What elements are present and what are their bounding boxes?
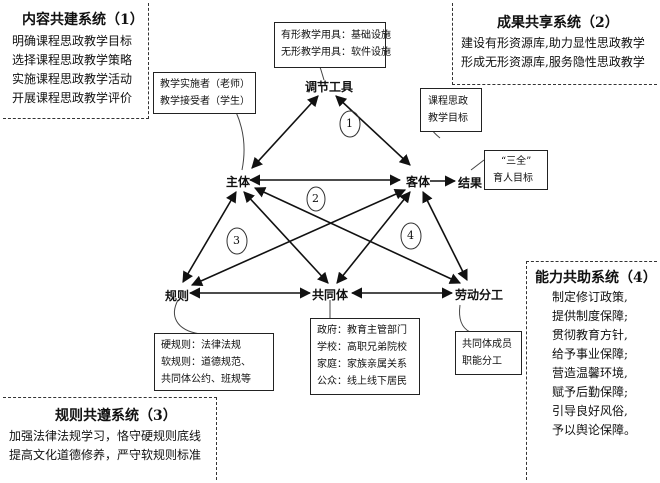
achievement-line-2: 形成无形资源库,服务隐性思政教学	[461, 55, 645, 69]
circle-2-label: 2	[312, 192, 319, 205]
node-tool: 调节工具	[305, 80, 354, 94]
arrow-subject-labor	[253, 187, 462, 284]
rules-system-title: 规则共遵系统（3）	[55, 408, 177, 424]
note-tool-line-2: 无形教学用具：软件设施	[281, 47, 391, 58]
content-line-3: 实施课程思政教学活动	[12, 72, 133, 86]
note-result-line-1: “三全”	[501, 156, 532, 167]
note-rule-line-3: 共同体公约、班规等	[161, 374, 251, 385]
content-system-title: 内容共建系统（1）	[22, 12, 144, 28]
rules-system-list: 加强法律法规学习，恪守硬规则底线 提高文化道德修养，严守软规则标准	[9, 427, 201, 465]
leader-rule	[174, 299, 201, 335]
achievement-system-title: 成果共享系统（2）	[497, 15, 619, 31]
rules-system-box	[3, 397, 217, 480]
arrow-object-labor	[422, 190, 468, 282]
content-line-4: 开展课程思政教学评价	[12, 91, 133, 105]
circle-1-label: 1	[346, 117, 353, 130]
node-subject: 主体	[226, 175, 251, 189]
node-labor: 劳动分工	[455, 288, 504, 302]
note-community-line-3: 家庭：家族亲属关系	[317, 359, 407, 370]
note-subject-line-2: 教学接受者（学生）	[160, 96, 250, 107]
note-subject: 教学实施者（老师） 教学接受者（学生）	[153, 72, 256, 114]
node-object: 客体	[406, 175, 431, 189]
note-community-line-1: 政府：教育主管部门	[317, 325, 407, 336]
achievement-system-list: 建设有形资源库,助力显性思政教学 形成无形资源库,服务隐性思政教学	[461, 34, 645, 72]
note-result-line-2: 育人目标	[493, 173, 533, 184]
achievement-line-1: 建设有形资源库,助力显性思政教学	[461, 36, 645, 50]
note-object-line-1: 课程思政	[428, 96, 468, 107]
note-rule: 硬规则：法律法规 软规则：道德规范、 共同体公约、班规等	[154, 333, 274, 391]
node-result: 结果	[458, 176, 483, 190]
ability-line-7: 引导良好风俗,	[552, 404, 628, 418]
ability-line-5: 营造温馨环境,	[552, 366, 628, 380]
content-system-list: 明确课程思政教学目标 选择课程思政教学策略 实施课程思政教学活动 开展课程思政教…	[12, 32, 132, 108]
leader-result	[470, 159, 485, 171]
leader-labor	[459, 304, 471, 333]
rules-line-2: 提高文化道德修养，严守软规则标准	[9, 448, 202, 462]
rules-line-1: 加强法律法规学习，恪守硬规则底线	[9, 429, 202, 443]
content-line-1: 明确课程思政教学目标	[12, 34, 133, 48]
circle-3	[226, 227, 248, 255]
note-labor-line-1: 共同体成员	[462, 339, 512, 350]
ability-line-8: 予以舆论保障。	[552, 423, 637, 437]
arrow-object-community	[336, 191, 411, 284]
note-community: 政府：教育主管部门 学校：高职兄弟院校 家庭：家族亲属关系 公众：线上线下居民	[310, 318, 420, 395]
note-tool: 有形教学用具：基础设施 无形教学用具：软件设施	[274, 22, 391, 68]
achievement-system-box	[452, 3, 657, 85]
circle-3-label: 3	[233, 234, 240, 247]
circle-4-label: 4	[407, 229, 414, 242]
note-object-line-2: 教学目标	[428, 113, 468, 124]
circle-1	[339, 110, 361, 138]
node-rule: 规则	[165, 289, 190, 303]
ability-line-3: 贯彻教育方针,	[552, 328, 628, 342]
arrow-subject-community	[243, 191, 329, 284]
ability-system-title: 能力共助系统（4）	[535, 270, 657, 286]
circle-2	[306, 186, 326, 212]
node-community: 共同体	[312, 288, 349, 302]
note-rule-line-1: 硬规则：法律法规	[161, 340, 241, 351]
content-system-box	[3, 3, 149, 119]
arrow-tool-subject	[251, 95, 319, 169]
note-result: “三全” 育人目标	[484, 150, 548, 190]
note-subject-line-1: 教学实施者（老师）	[160, 79, 250, 90]
ability-line-2: 提供制度保障;	[552, 309, 629, 323]
ability-system-list: 制定修订政策, 提供制度保障; 贯彻教育方针, 给予事业保障; 营造温馨环境, …	[552, 288, 636, 440]
leader-subject	[235, 111, 245, 171]
ability-line-1: 制定修订政策,	[552, 290, 628, 304]
ability-line-4: 给予事业保障;	[552, 347, 629, 361]
circle-4	[400, 222, 422, 250]
arrow-tool-object	[335, 95, 411, 166]
note-labor-line-2: 职能分工	[462, 356, 502, 367]
note-community-line-4: 公众：线上线下居民	[317, 376, 407, 387]
content-line-2: 选择课程思政教学策略	[12, 53, 133, 67]
note-tool-line-1: 有形教学用具：基础设施	[281, 30, 391, 41]
note-community-line-2: 学校：高职兄弟院校	[317, 342, 407, 353]
note-rule-line-2: 软规则：道德规范、	[161, 357, 251, 368]
ability-system-box	[526, 261, 657, 480]
note-object: 课程思政 教学目标	[420, 88, 482, 132]
note-labor: 共同体成员 职能分工	[455, 331, 522, 375]
ability-line-6: 赋予后勤保障;	[552, 385, 629, 399]
